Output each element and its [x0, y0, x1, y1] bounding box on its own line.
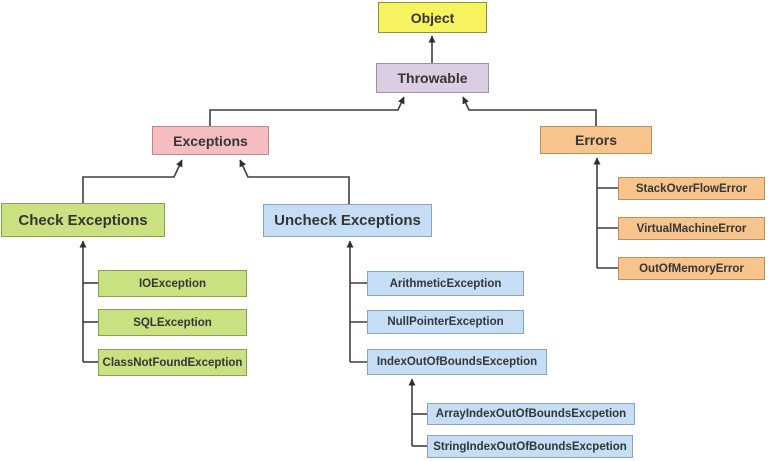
- node-string-index-out-of-bounds: StringIndexOutOfBoundsExcpetion: [427, 435, 633, 458]
- node-stack-overflow-error: StackOverFlowError: [618, 177, 765, 200]
- node-null-pointer-exception: NullPointerException: [367, 310, 524, 334]
- node-sql-exception: SQLException: [98, 309, 247, 336]
- node-errors: Errors: [540, 126, 652, 154]
- node-index-out-of-bounds: IndexOutOfBoundsException: [367, 349, 547, 375]
- node-io-exception: IOException: [98, 270, 247, 297]
- edge-errors-throwable: [462, 96, 597, 126]
- edge-exceptions-throwable: [209, 96, 405, 126]
- edge-check-exceptions: [82, 159, 183, 203]
- node-uncheck-exceptions: Uncheck Exceptions: [263, 204, 432, 237]
- node-class-not-found: ClassNotFoundException: [98, 349, 247, 376]
- edge-uncheck-exceptions: [239, 159, 350, 204]
- node-throwable: Throwable: [376, 63, 489, 93]
- node-object: Object: [378, 2, 487, 33]
- node-exceptions: Exceptions: [152, 126, 269, 155]
- node-check-exceptions: Check Exceptions: [1, 203, 165, 237]
- node-arithmetic-exception: ArithmeticException: [367, 271, 524, 296]
- node-virtual-machine-error: VirtualMachineError: [618, 217, 765, 240]
- node-out-of-memory-error: OutOfMemoryError: [618, 257, 765, 280]
- node-array-index-out-of-bounds: ArrayIndexOutOfBoundsExcpetion: [427, 403, 635, 425]
